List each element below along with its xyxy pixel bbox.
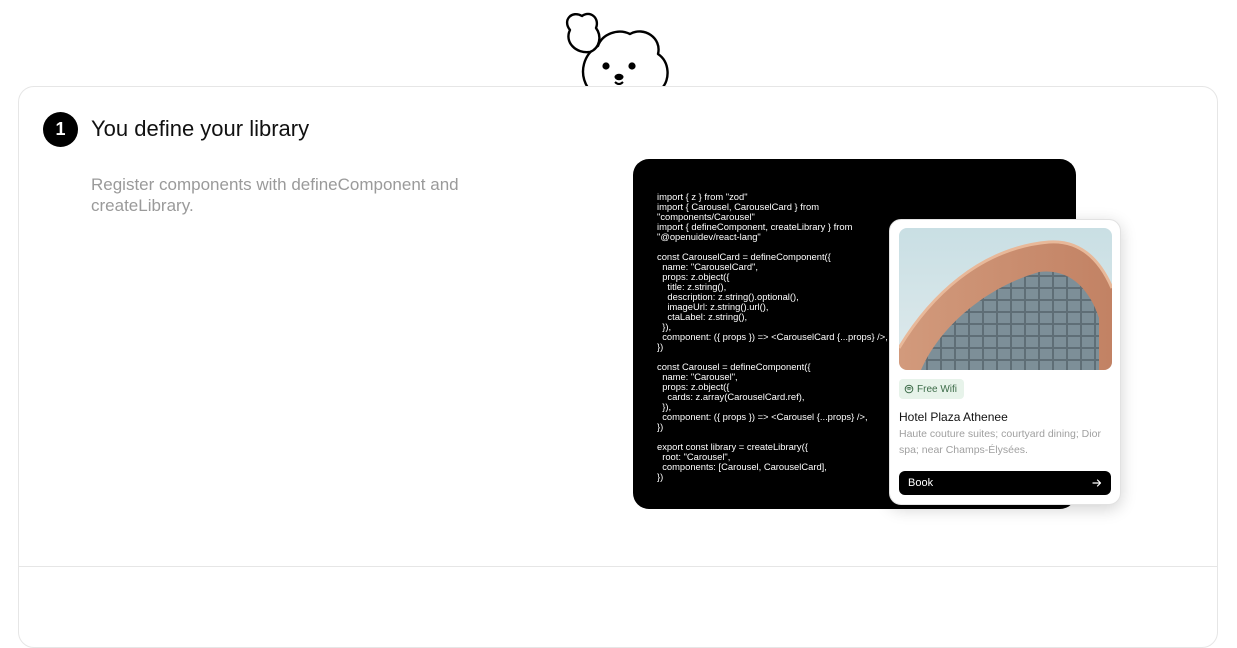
book-button[interactable]: Book	[899, 471, 1111, 495]
hotel-image	[899, 228, 1112, 370]
code-panel: import { z } from "zod" import { Carouse…	[633, 159, 1076, 509]
code-block: import { z } from "zod" import { Carouse…	[657, 191, 888, 482]
step-number-badge: 1	[43, 112, 78, 147]
arrow-right-icon	[1092, 479, 1102, 487]
wifi-icon	[904, 384, 914, 394]
free-wifi-badge: Free Wifi	[899, 379, 964, 399]
badge-label: Free Wifi	[917, 383, 957, 395]
carousel-card-preview[interactable]: Free Wifi Hotel Plaza Athenee Haute cout…	[889, 219, 1121, 505]
book-button-label: Book	[908, 477, 934, 489]
divider	[18, 566, 1218, 567]
step-title: You define your library	[91, 116, 310, 141]
step-description: Register components with defineComponent…	[91, 175, 459, 215]
dog-mascot-illustration	[565, 12, 669, 88]
hotel-description: Haute couture suites; courtyard dining; …	[899, 428, 1101, 456]
hotel-name: Hotel Plaza Athenee	[899, 410, 1008, 424]
